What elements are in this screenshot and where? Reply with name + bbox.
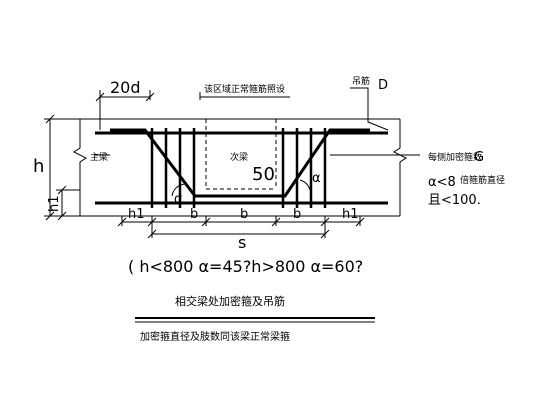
alpha-right-1: α bbox=[312, 171, 321, 186]
dim-h-vertical bbox=[44, 114, 80, 221]
title-underlines bbox=[135, 317, 375, 323]
dim-b2-text: b bbox=[240, 207, 248, 222]
dim-20d-text: 20d bbox=[110, 78, 141, 97]
main-beam-outline bbox=[73, 118, 407, 217]
longitudinal-bars bbox=[95, 131, 388, 205]
dim-s-tick-left bbox=[147, 229, 157, 239]
dim-h-tick-bottom bbox=[45, 211, 55, 221]
left-angle-arc bbox=[171, 183, 186, 197]
dim-s-tick-right bbox=[320, 229, 330, 239]
dim-chain-tick-3 bbox=[201, 217, 211, 227]
dim-s-text: s bbox=[238, 233, 246, 252]
dim-20d-tick-left bbox=[95, 92, 105, 102]
dim-chain-tick-5 bbox=[320, 217, 330, 227]
dim-h-tick-top bbox=[45, 114, 55, 124]
title-text: 相交梁处加密箍及吊筋 bbox=[175, 294, 285, 308]
right-angle-arc bbox=[299, 179, 311, 191]
dim-h1-left-text: h1 bbox=[128, 207, 145, 222]
dim-h1-tick-top bbox=[57, 185, 67, 195]
secondary-beam-label: 次梁 bbox=[230, 151, 248, 163]
side-stirrups-label: 每侧加密箍数 bbox=[428, 151, 482, 163]
dim-h-text: h bbox=[33, 156, 44, 177]
spacing-note-line1: α<8 bbox=[428, 175, 456, 190]
spacing-note-cjk: 倍箍筋直径 bbox=[460, 174, 505, 186]
dim-chain-tick-6 bbox=[355, 217, 365, 227]
dim-chain-tick-1 bbox=[117, 217, 127, 227]
dim-h1-vertical-text: h1 bbox=[47, 195, 62, 212]
dim-h1-tick-bottom bbox=[57, 211, 67, 221]
dim-b1-text: b bbox=[190, 207, 198, 222]
hanger-bar bbox=[110, 128, 370, 198]
dim-20d-tick-right bbox=[145, 92, 155, 102]
subtitle-text: 加密箍直径及肢数同该梁正常梁箍 bbox=[140, 330, 290, 343]
spacing-note-line2: 且<100. bbox=[428, 193, 481, 208]
angle-arcs bbox=[171, 179, 311, 197]
left-break-line bbox=[73, 119, 87, 216]
dim-h1-right-text: h1 bbox=[342, 207, 359, 222]
hanger-leader bbox=[350, 87, 389, 131]
dim-20d bbox=[95, 90, 155, 130]
right-dense-stirrups bbox=[281, 128, 327, 208]
secondary-beam-outline bbox=[205, 119, 277, 190]
hanger-label-text: 吊筋 bbox=[352, 75, 370, 87]
dim-b3-text: b bbox=[293, 207, 301, 222]
alpha-left: α bbox=[174, 192, 183, 207]
dim-50-text: 50 bbox=[252, 164, 275, 185]
side-stirrups-symbol: G bbox=[474, 150, 484, 165]
dim-s bbox=[147, 229, 330, 239]
note-top-text: 该区域正常箍筋照设 bbox=[204, 83, 285, 95]
dim-chain-tick-2 bbox=[147, 217, 157, 227]
leader-lines bbox=[95, 87, 420, 156]
right-break-line bbox=[393, 119, 407, 216]
main-beam-label: 主梁 bbox=[90, 151, 108, 163]
formula-text: ( h<800 α=45?h>800 α=60? bbox=[128, 257, 363, 276]
dim-chain-tick-4 bbox=[271, 217, 281, 227]
hanger-symbol-text: D bbox=[378, 78, 388, 93]
hanger-bar-path bbox=[110, 128, 370, 198]
